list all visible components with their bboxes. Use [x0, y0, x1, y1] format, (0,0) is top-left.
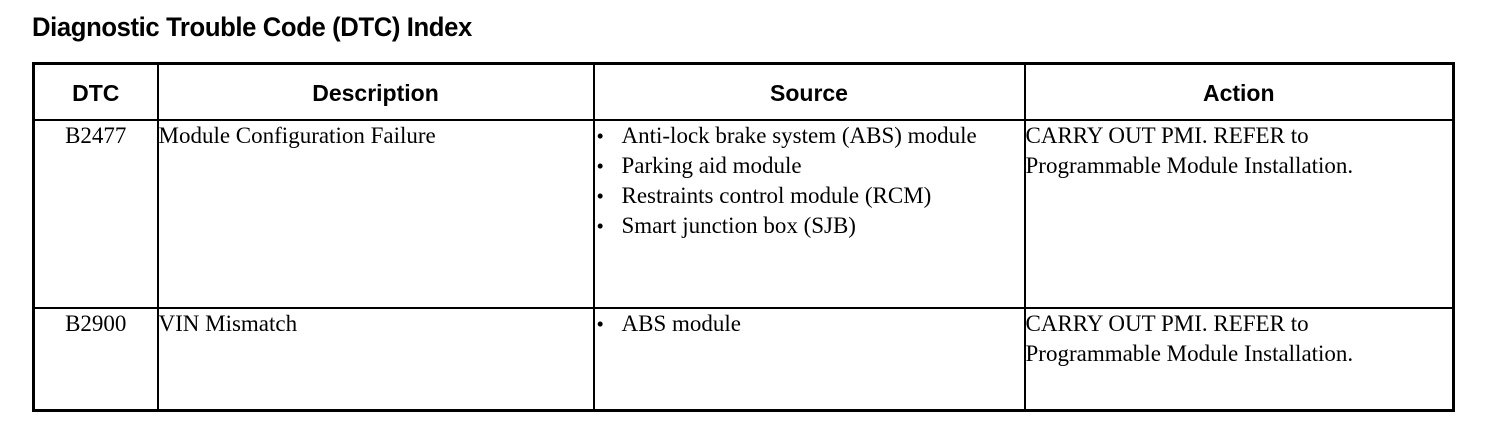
cell-source: • ABS module	[592, 307, 1026, 412]
list-item-label: Restraints control module (RCM)	[621, 183, 932, 208]
column-header-action: Action	[1023, 62, 1455, 121]
action-text-line: CARRY OUT PMI. REFER to	[1025, 123, 1309, 148]
action-text-line: Programmable Module Installation.	[1025, 153, 1354, 178]
list-item: • Anti-lock brake system (ABS) module	[595, 121, 1024, 151]
action-text-line: CARRY OUT PMI. REFER to	[1025, 311, 1309, 336]
list-item: • Smart junction box (SJB)	[595, 211, 1024, 241]
list-item-label: Anti-lock brake system (ABS) module	[621, 123, 977, 148]
column-header-dtc: DTC	[32, 62, 159, 121]
cell-source: • Anti-lock brake system (ABS) module • …	[592, 119, 1026, 309]
page-title: Diagnostic Trouble Code (DTC) Index	[32, 12, 472, 42]
list-item: • ABS module	[595, 309, 1024, 339]
column-header-source: Source	[592, 62, 1026, 121]
cell-description: VIN Mismatch	[156, 307, 595, 412]
cell-action: CARRY OUT PMI. REFER to Programmable Mod…	[1023, 119, 1455, 309]
bullet-icon: •	[596, 184, 604, 208]
dtc-index-table: DTC Description Source Action B2477 Modu…	[32, 62, 1455, 412]
list-item: • Restraints control module (RCM)	[595, 181, 1024, 211]
table-body: B2477 Module Configuration Failure • Ant…	[32, 119, 1455, 412]
action-text-line: Programmable Module Installation.	[1025, 341, 1354, 366]
source-list: • ABS module	[595, 309, 1024, 339]
bullet-icon: •	[596, 214, 604, 238]
table-header: DTC Description Source Action	[32, 62, 1455, 121]
cell-action: CARRY OUT PMI. REFER to Programmable Mod…	[1023, 307, 1455, 412]
cell-dtc: B2477	[32, 119, 159, 309]
table-row: B2900 VIN Mismatch • ABS module CARRY OU…	[32, 307, 1455, 412]
table-row: B2477 Module Configuration Failure • Ant…	[32, 119, 1455, 309]
list-item-label: Smart junction box (SJB)	[621, 213, 856, 238]
cell-description: Module Configuration Failure	[156, 119, 595, 309]
column-header-description: Description	[156, 62, 595, 121]
bullet-icon: •	[596, 312, 604, 336]
list-item-label: ABS module	[621, 311, 741, 336]
bullet-icon: •	[596, 154, 604, 178]
table-header-row: DTC Description Source Action	[32, 62, 1455, 121]
list-item-label: Parking aid module	[621, 153, 802, 178]
list-item: • Parking aid module	[595, 151, 1024, 181]
cell-dtc: B2900	[32, 307, 159, 412]
source-list: • Anti-lock brake system (ABS) module • …	[595, 121, 1024, 241]
bullet-icon: •	[596, 124, 604, 148]
